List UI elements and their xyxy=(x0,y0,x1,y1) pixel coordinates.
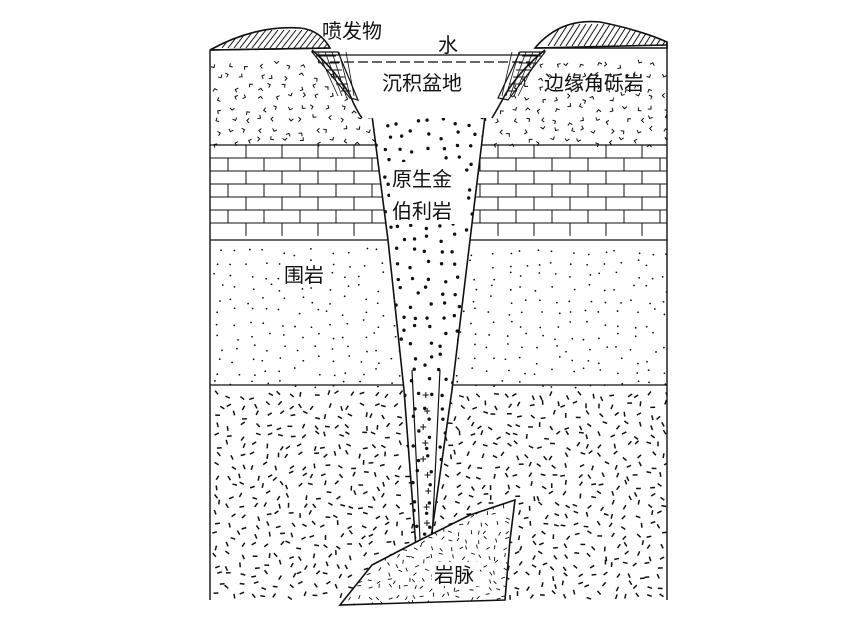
crater-basin xyxy=(312,50,545,118)
label-marginal-breccia: 边缘角砾岩 xyxy=(544,71,644,95)
pipe-outline xyxy=(369,99,488,549)
label-dike: 岩脉 xyxy=(434,563,474,587)
ground-surface xyxy=(209,44,668,51)
label-primary-kimberlite-1: 原生金 xyxy=(392,167,452,191)
marginal-breccia-wedges xyxy=(310,51,547,101)
wall-rock-label-bg xyxy=(282,262,328,286)
water-surface xyxy=(318,54,540,63)
dike-label-bg xyxy=(432,562,480,586)
label-ejecta: 喷发物 xyxy=(322,19,382,43)
kimberlite-label-bg xyxy=(390,162,462,224)
feeder-conduit xyxy=(411,369,441,541)
label-water: 水 xyxy=(438,33,458,57)
ejecta-mounds xyxy=(209,20,668,51)
section-frame xyxy=(209,42,668,600)
label-primary-kimberlite-2: 伯利岩 xyxy=(392,199,452,223)
label-sedimentary-basin: 沉积盆地 xyxy=(382,71,462,95)
water-label-bg xyxy=(430,36,466,54)
label-wall-rock: 围岩 xyxy=(284,263,324,287)
igneous-dash-layer xyxy=(212,390,667,600)
feeder-cross-marks xyxy=(420,392,432,526)
